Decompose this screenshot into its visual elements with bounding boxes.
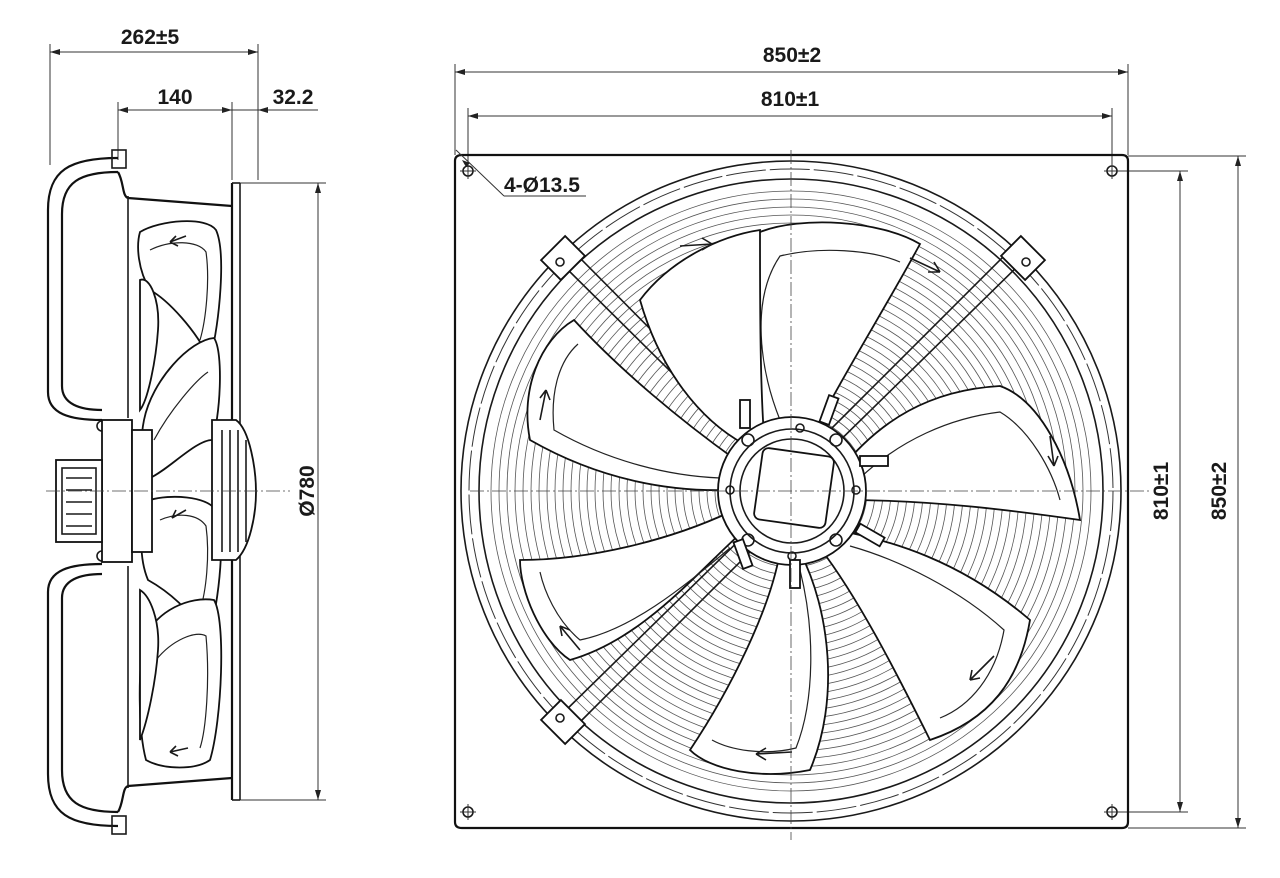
overall-height-dimension: 850±2 xyxy=(1128,155,1246,829)
diameter-label: Ø780 xyxy=(296,465,319,516)
hole-spacing-horizontal-label: 810±1 xyxy=(761,88,820,111)
mounting-holes-callout: 4-Ø13.5 xyxy=(455,149,586,197)
overall-width-dimension: 850±2 xyxy=(454,44,1129,155)
side-blades xyxy=(137,220,223,769)
hole-spacing-horizontal-dimension: 810±1 xyxy=(467,88,1113,172)
flange-offset-dimension: 32.2 xyxy=(232,86,318,113)
side-motor xyxy=(46,419,290,563)
impeller-blades xyxy=(519,221,1082,775)
front-view: 850±2 810±1 810±1 850±2 xyxy=(453,44,1246,840)
hole-spacing-vertical-dimension: 810±1 xyxy=(1112,170,1188,813)
overall-depth-dimension: 262±5 xyxy=(49,26,259,180)
impeller-depth-label: 140 xyxy=(157,86,192,109)
mounting-holes-label: 4-Ø13.5 xyxy=(504,174,580,197)
flange-offset-label: 32.2 xyxy=(273,86,314,109)
overall-height-label: 850±2 xyxy=(1208,462,1231,520)
overall-width-label: 850±2 xyxy=(763,44,821,67)
impeller-depth-dimension: 140 xyxy=(117,86,233,180)
overall-depth-label: 262±5 xyxy=(121,26,180,49)
side-view: 262±5 140 32.2 Ø780 xyxy=(46,26,326,835)
mounting-holes xyxy=(460,163,1120,820)
mounting-plate xyxy=(453,153,1130,830)
hole-spacing-vertical-label: 810±1 xyxy=(1150,462,1173,521)
diameter-dimension: Ø780 xyxy=(240,182,326,801)
